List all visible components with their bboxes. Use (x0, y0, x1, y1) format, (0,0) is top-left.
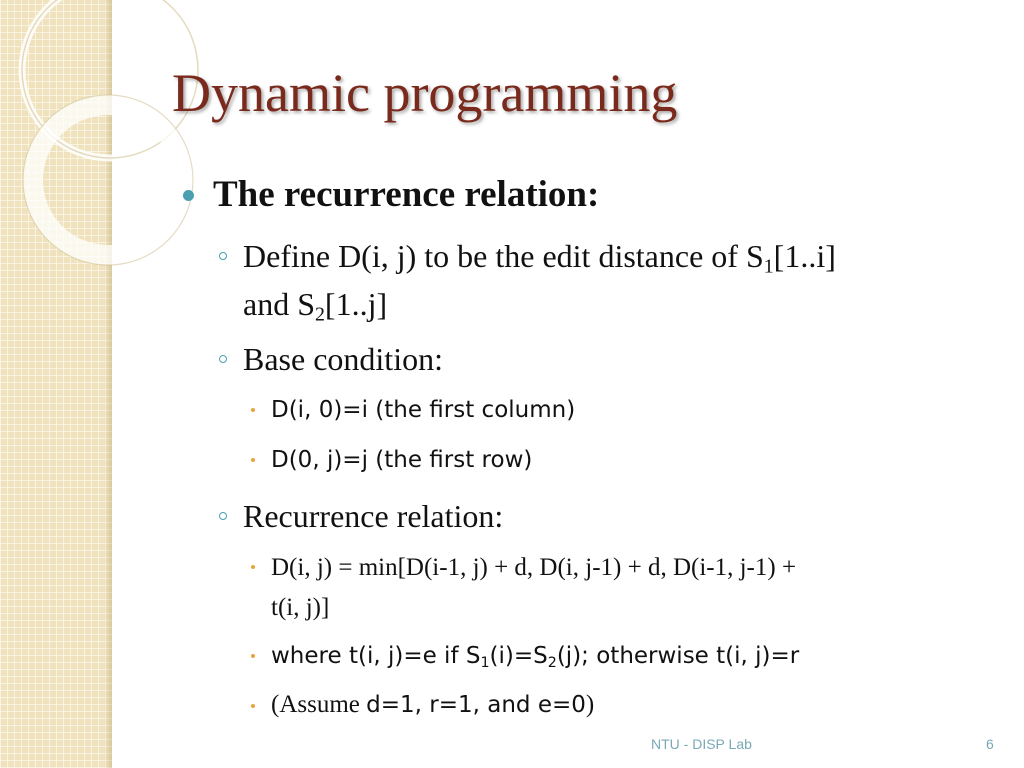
slide-title: Dynamic programming (172, 63, 678, 123)
define-range-1: [1..i] (773, 238, 836, 274)
where-mid: (i)=S (489, 643, 548, 669)
recurrence-label: Recurrence relation: (243, 498, 504, 534)
bullet-level2-icon (219, 355, 227, 363)
base-item-first-row: D(0, j)=j (the first row) (271, 447, 533, 473)
footer-lab: NTU - DISP Lab (651, 736, 752, 752)
define-line1: Define D(i, j) to be the edit distance o… (243, 238, 836, 278)
strip-shadow (104, 0, 112, 768)
bullet-level3-icon (251, 565, 255, 569)
bullet-level2-icon (219, 252, 227, 260)
base-condition-label: Base condition: (243, 341, 443, 377)
assume-open: (Assume (271, 691, 367, 718)
bullet-level2-icon (219, 512, 227, 520)
where-subscript-1: 1 (480, 654, 490, 671)
recurrence-formula-line2: t(i, j)] (271, 594, 330, 621)
bullet-level3-icon (251, 458, 255, 462)
define-subscript-1: 1 (763, 255, 774, 278)
define-text: Define D(i, j) to be the edit distance o… (243, 238, 764, 274)
heading-recurrence: The recurrence relation: (213, 174, 600, 215)
where-subscript-2: 2 (547, 654, 557, 671)
assume-values-text: d=1, r=1, and e=0 (366, 692, 586, 718)
define-line2-text: and S (243, 286, 315, 322)
base-item-first-column: D(i, 0)=i (the first column) (271, 397, 576, 423)
where-text: where t(i, j)=e if S (271, 643, 481, 669)
define-range-2: [1..j] (324, 286, 388, 322)
bullet-level3-icon (251, 408, 255, 412)
assume-values: (Assume d=1, r=1, and e=0) (271, 691, 594, 719)
page-number: 6 (986, 736, 994, 752)
decorative-circles (18, 0, 200, 266)
recurrence-formula-line1: D(i, j) = min[D(i-1, j) + d, D(i, j-1) +… (271, 554, 797, 581)
bullet-level3-icon (251, 704, 255, 708)
where-rest: (j); otherwise t(i, j)=r (556, 643, 800, 669)
where-condition: where t(i, j)=e if S1(i)=S2(j); otherwis… (271, 643, 800, 671)
define-line2: and S2[1..j] (243, 286, 388, 326)
define-subscript-2: 2 (315, 303, 325, 326)
bullet-level1-icon (183, 190, 194, 201)
assume-close: ) (585, 691, 595, 718)
bullet-level3-icon (251, 654, 255, 658)
